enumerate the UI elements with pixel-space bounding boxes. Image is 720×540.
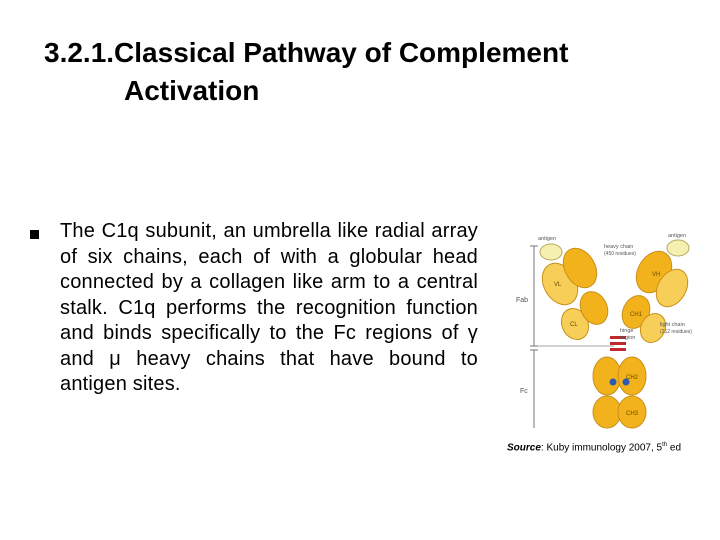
bullet-square-icon [30, 230, 39, 239]
body-paragraph: The C1q subunit, an umbrella like radial… [60, 219, 478, 398]
slide-title: 3.2.1.Classical Pathway of Complement Ac… [44, 34, 684, 110]
gamma-symbol: γ [467, 322, 478, 344]
hinge-label: hinge [620, 328, 633, 334]
ch3-label: CH3 [626, 411, 639, 417]
region-label: region [620, 335, 635, 341]
antigen-right [666, 239, 690, 257]
antibody-diagram-icon: Fab Fc antigen antigen VL VH C [516, 233, 692, 429]
hinge-disulfide-2 [610, 342, 626, 345]
heavy-chain-residues: (450 residues) [604, 251, 636, 257]
body-text-part-2: heavy chains that have bound to antigen … [60, 347, 478, 396]
antigen-left [539, 243, 563, 261]
fab-label: Fab [516, 297, 528, 304]
title-line-2: Activation [124, 75, 260, 106]
fc-label: Fc [520, 388, 528, 395]
title-line-1: 3.2.1.Classical Pathway of Complement [44, 37, 569, 68]
carbohydrate-left-icon [609, 378, 617, 386]
heavy-chain-label: heavy chain [604, 244, 633, 250]
ch2-left-domain [592, 356, 622, 396]
light-chain-label: light chain [660, 322, 685, 328]
and-word: and [60, 347, 110, 370]
source-edition-sup: th [662, 442, 668, 448]
vl-label: VL [554, 282, 562, 288]
light-chain-residues: (212 residues) [660, 329, 692, 335]
source-label: Source [507, 442, 541, 454]
ch1-left-domain [579, 291, 609, 325]
carbohydrate-right-icon [622, 378, 630, 386]
ch3-left-domain [592, 395, 622, 429]
body-text-part-1: The C1q subunit, an umbrella like radial… [60, 220, 478, 344]
ch3-right-domain [617, 395, 647, 429]
cl-right-domain [639, 312, 667, 344]
antigen-left-label: antigen [538, 236, 556, 242]
source-text: : Kuby immunology 2007, 5 [540, 442, 663, 454]
hinge-disulfide-3 [610, 348, 626, 351]
antigen-right-label: antigen [668, 233, 686, 239]
cl-label: CL [570, 322, 578, 328]
hinge-disulfide-1 [610, 336, 626, 339]
source-suffix: ed [667, 442, 682, 454]
vh-left-domain [562, 247, 598, 289]
vh-label: VH [652, 272, 660, 278]
source-citation: Source: Kuby immunology 2007, 5th ed [507, 442, 717, 453]
mu-symbol: μ [109, 347, 121, 370]
vl-right-domain [655, 268, 689, 308]
ch2-label: CH2 [626, 375, 639, 381]
ch2-right-domain [617, 356, 647, 396]
antibody-figure: Fab Fc antigen antigen VL VH C [512, 228, 702, 430]
ch1-label: CH1 [630, 312, 643, 318]
